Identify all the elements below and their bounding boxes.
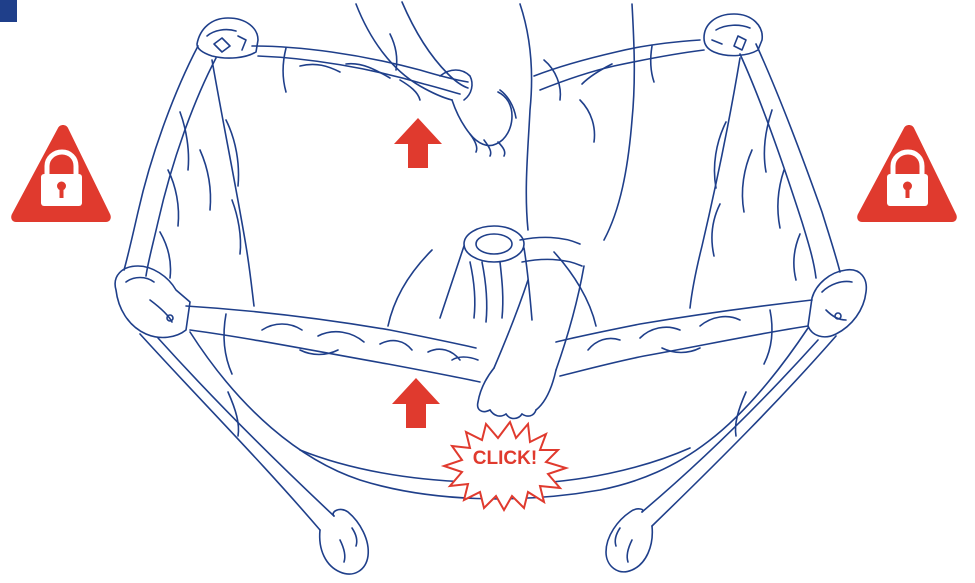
bottom-rail-left bbox=[186, 306, 480, 382]
center-hub bbox=[388, 226, 596, 326]
up-arrow-icon-lower bbox=[392, 378, 440, 428]
lock-warning-icon-left bbox=[11, 125, 111, 222]
right-side-panel bbox=[690, 44, 840, 308]
lock-warning-icon-right bbox=[857, 125, 957, 222]
top-rail-right bbox=[534, 40, 704, 90]
up-arrow-icon bbox=[394, 118, 442, 168]
left-corner-hinge bbox=[115, 266, 190, 337]
upper-arm-left bbox=[356, 2, 512, 156]
right-leg bbox=[606, 336, 836, 572]
person-torso bbox=[494, 4, 634, 370]
click-label: CLICK! bbox=[473, 448, 537, 469]
right-corner-hinge bbox=[808, 270, 866, 337]
top-left-corner-hinge bbox=[197, 18, 258, 58]
lower-hand bbox=[452, 357, 556, 419]
bottom-rail-right bbox=[556, 300, 812, 376]
top-rail-left bbox=[252, 46, 468, 100]
top-right-corner-hinge bbox=[704, 14, 762, 56]
left-leg bbox=[140, 334, 368, 574]
